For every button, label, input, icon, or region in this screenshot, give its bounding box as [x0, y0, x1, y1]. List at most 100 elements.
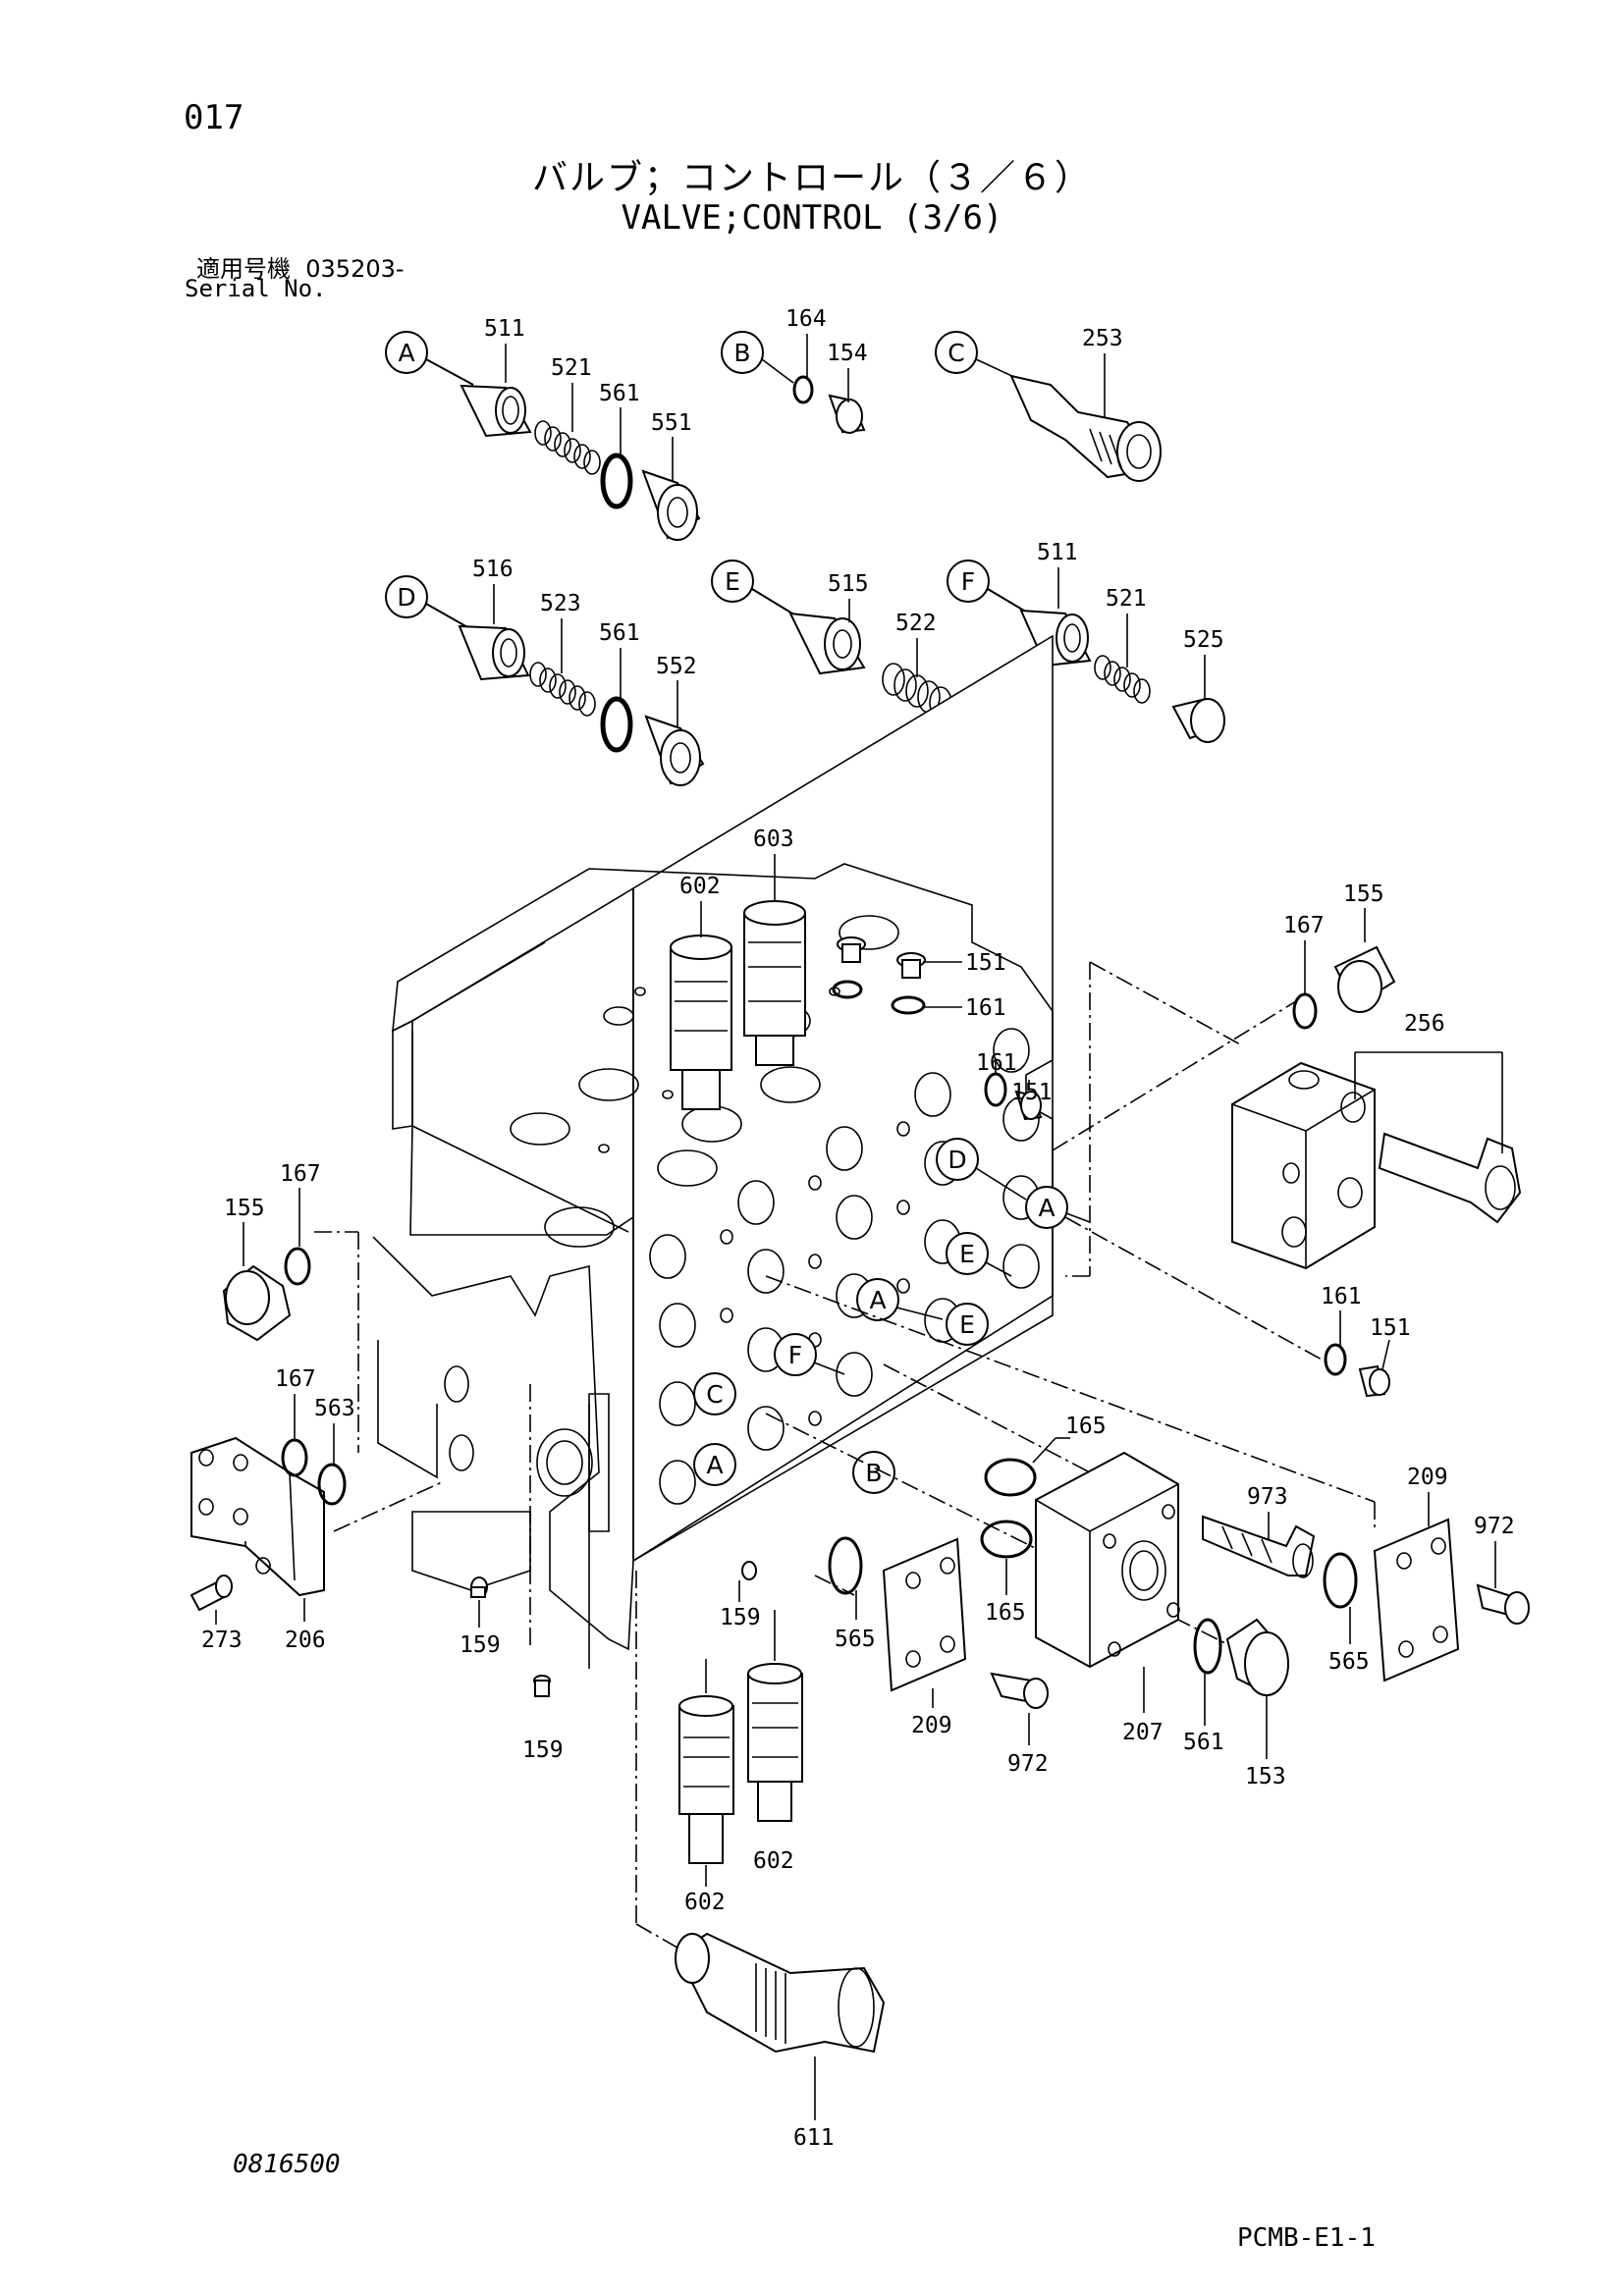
part-563-oring: [317, 1463, 347, 1506]
part-161-151-lower-right: 161 151: [1321, 1284, 1411, 1398]
part-602-valve-lower-left: 602: [678, 1659, 734, 1915]
serial-label-en: Serial No.: [185, 275, 327, 302]
label-561-2: 561: [599, 620, 640, 646]
part-155-167-left: 155 167: [222, 1161, 321, 1342]
part-603-valve: 603: [743, 827, 806, 1066]
label-521-2: 521: [1106, 586, 1147, 612]
callout-e-circle: [711, 560, 754, 603]
label-511: 511: [484, 316, 525, 342]
callout-b-circle: [721, 331, 764, 374]
page-number: 017: [184, 98, 244, 137]
part-167-oring-206: [281, 1438, 308, 1477]
label-551: 551: [651, 410, 692, 436]
part-206-cover: 167 563 206: [190, 1366, 355, 1653]
callout-f-circle: [947, 560, 990, 603]
part-159-screws: 159 159 159: [460, 1561, 761, 1763]
part-561-oring-2: [600, 696, 633, 753]
part-602-valve-top: 602: [670, 874, 732, 1110]
detail-f-group: F 511 521 525: [947, 540, 1225, 743]
label-206: 206: [285, 1628, 326, 1653]
label-563: 563: [314, 1396, 355, 1421]
label-522: 522: [895, 611, 937, 636]
page-code: PCMB-E1-1: [1237, 2223, 1376, 2253]
part-565-oring-center: 565: [828, 1536, 876, 1652]
part-523-spring: [529, 662, 596, 717]
label-561-3: 561: [1183, 1730, 1224, 1755]
label-165-upper: 165: [1065, 1414, 1107, 1439]
detail-c-group: C 253: [935, 326, 1162, 482]
assembly-callout-a-2: A: [869, 1286, 886, 1314]
label-159-right: 159: [720, 1605, 761, 1630]
label-253: 253: [1082, 326, 1123, 351]
part-521-spring-2: [1094, 655, 1151, 704]
serial-label-jp: 適用号機: [196, 255, 291, 283]
label-273: 273: [201, 1628, 243, 1653]
label-155-left: 155: [224, 1196, 265, 1221]
callout-d-circle: [385, 575, 428, 618]
assembly-callout-e-2: E: [959, 1310, 975, 1339]
label-972-left: 972: [1007, 1751, 1049, 1777]
serial-value: 035203-: [305, 255, 405, 283]
assembly-callouts: D A E A E F C A B: [693, 1138, 1091, 1494]
part-151-plugs-top: 151 161: [832, 936, 1006, 1021]
part-161-oring-top: [832, 980, 863, 999]
label-167-left: 167: [280, 1161, 321, 1187]
part-561-oring-3: [1193, 1618, 1222, 1675]
label-511-2: 511: [1037, 540, 1078, 565]
assembly-callout-e-1: E: [959, 1240, 975, 1268]
label-161-side: 161: [976, 1050, 1017, 1076]
assembly-callout-f: F: [788, 1341, 802, 1369]
assembly-callout-a-3: A: [706, 1451, 723, 1479]
callout-c-circle: [935, 331, 978, 374]
part-209-flange-left: 209: [882, 1537, 967, 1738]
part-561-153-plug: 561 153: [1183, 1618, 1289, 1789]
assembly-callout-c: C: [706, 1380, 723, 1409]
label-565-right: 565: [1328, 1649, 1370, 1675]
label-602-top: 602: [679, 874, 721, 899]
label-154: 154: [827, 341, 868, 366]
part-561-oring: [600, 453, 633, 509]
label-153: 153: [1245, 1764, 1286, 1789]
part-155-167-right: 167 155: [1283, 881, 1396, 1030]
reference-code: 0816500: [233, 2150, 341, 2179]
label-161-lower-right: 161: [1321, 1284, 1362, 1309]
label-561: 561: [599, 381, 640, 406]
part-565-oring-right: 565: [1323, 1552, 1370, 1675]
label-256: 256: [1404, 1011, 1445, 1037]
callout-f-label: F: [961, 567, 975, 596]
detail-e-group: E 515 522: [711, 560, 952, 720]
label-207: 207: [1122, 1720, 1164, 1745]
label-565-center: 565: [835, 1627, 876, 1652]
label-972-right: 972: [1474, 1514, 1515, 1539]
label-552: 552: [656, 654, 697, 679]
part-521-spring: [534, 420, 601, 475]
callout-c-label: C: [947, 339, 964, 367]
part-164-oring: [792, 375, 814, 404]
detail-b-group: B 164 154: [721, 306, 868, 434]
label-151-side: 151: [1011, 1080, 1053, 1105]
assembly-callout-b: B: [865, 1459, 882, 1487]
label-155-right: 155: [1343, 881, 1384, 907]
part-972-bolt-left: 972: [990, 1672, 1049, 1777]
label-516: 516: [472, 557, 514, 582]
label-151-lower-right: 151: [1370, 1315, 1411, 1341]
assembly-callout-a-1: A: [1038, 1194, 1055, 1222]
callout-b-label: B: [733, 339, 750, 367]
label-165-lower: 165: [985, 1600, 1026, 1626]
label-603: 603: [753, 827, 794, 852]
part-165-orings: 165 165: [980, 1414, 1107, 1626]
label-521: 521: [551, 355, 592, 381]
detail-d-group: D 516 523 561 552: [385, 557, 705, 786]
part-207-block: 207: [1035, 1451, 1180, 1745]
callout-d-label: D: [397, 583, 415, 612]
label-164: 164: [785, 306, 827, 332]
detail-a-group: A 511 521 561 551: [385, 316, 701, 541]
part-611-valve: 611: [675, 1932, 886, 2151]
assembly-callout-d: D: [947, 1146, 966, 1174]
label-167-206: 167: [275, 1366, 316, 1392]
part-256-flange: 256: [1231, 1011, 1522, 1270]
label-161-top: 161: [965, 995, 1006, 1021]
serial-label: 適用号機 035203-: [196, 249, 405, 284]
callout-e-label: E: [725, 567, 740, 596]
